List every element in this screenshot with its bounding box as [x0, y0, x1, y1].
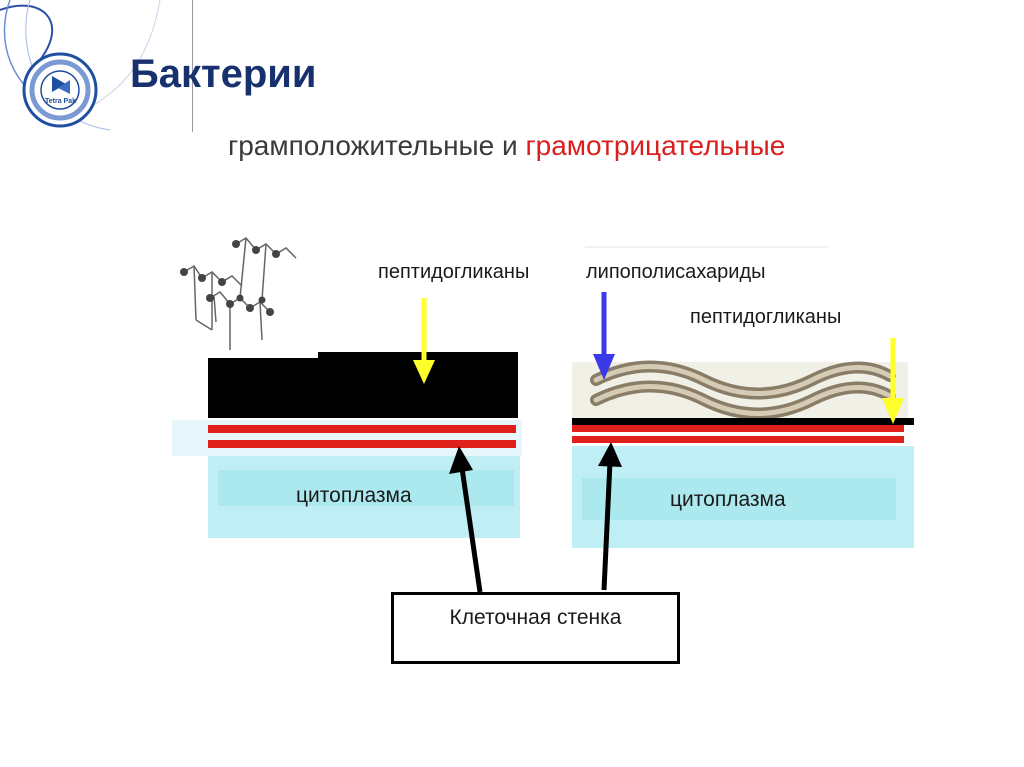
header-divider	[192, 0, 193, 132]
logo-text: Tetra Pak	[45, 98, 76, 105]
page-title: Бактерии	[130, 52, 317, 96]
gram-negative-membrane-outer	[572, 425, 904, 432]
gram-positive-cytoplasm-label: цитоплазма	[296, 484, 412, 507]
subtitle-gram-positive: грамположительные и	[228, 130, 526, 161]
cell-wall-label: Клеточная стенка	[449, 606, 622, 629]
gram-positive-membrane-inner	[208, 440, 516, 448]
gram-negative-lps-label: липополисахариды	[586, 261, 766, 283]
subtitle-gram-negative: грамотрицательные	[525, 130, 786, 161]
gram-positive-peptidoglycan-label: пептидогликаны	[378, 261, 530, 283]
cell-wall-arrow-left	[459, 467, 483, 593]
gram-positive-peptidoglycan-layer	[208, 352, 518, 418]
gram-negative-peptidoglycan-layer	[572, 418, 914, 425]
gram-positive-membrane-outer	[208, 425, 516, 433]
gram-negative-membrane-inner	[572, 436, 904, 443]
page-subtitle: грамположительные и грамотрицательные	[228, 130, 785, 162]
cell-wall-box: Клеточная стенка	[391, 592, 680, 664]
lipopolysaccharide-waves	[590, 360, 896, 420]
logo: Tetra Pak	[0, 0, 200, 140]
cell-wall-arrow-right	[601, 461, 613, 591]
gram-negative-cytoplasm-label: цитоплазма	[670, 488, 786, 511]
gram-negative-peptidoglycan-label: пептидогликаны	[690, 306, 842, 328]
